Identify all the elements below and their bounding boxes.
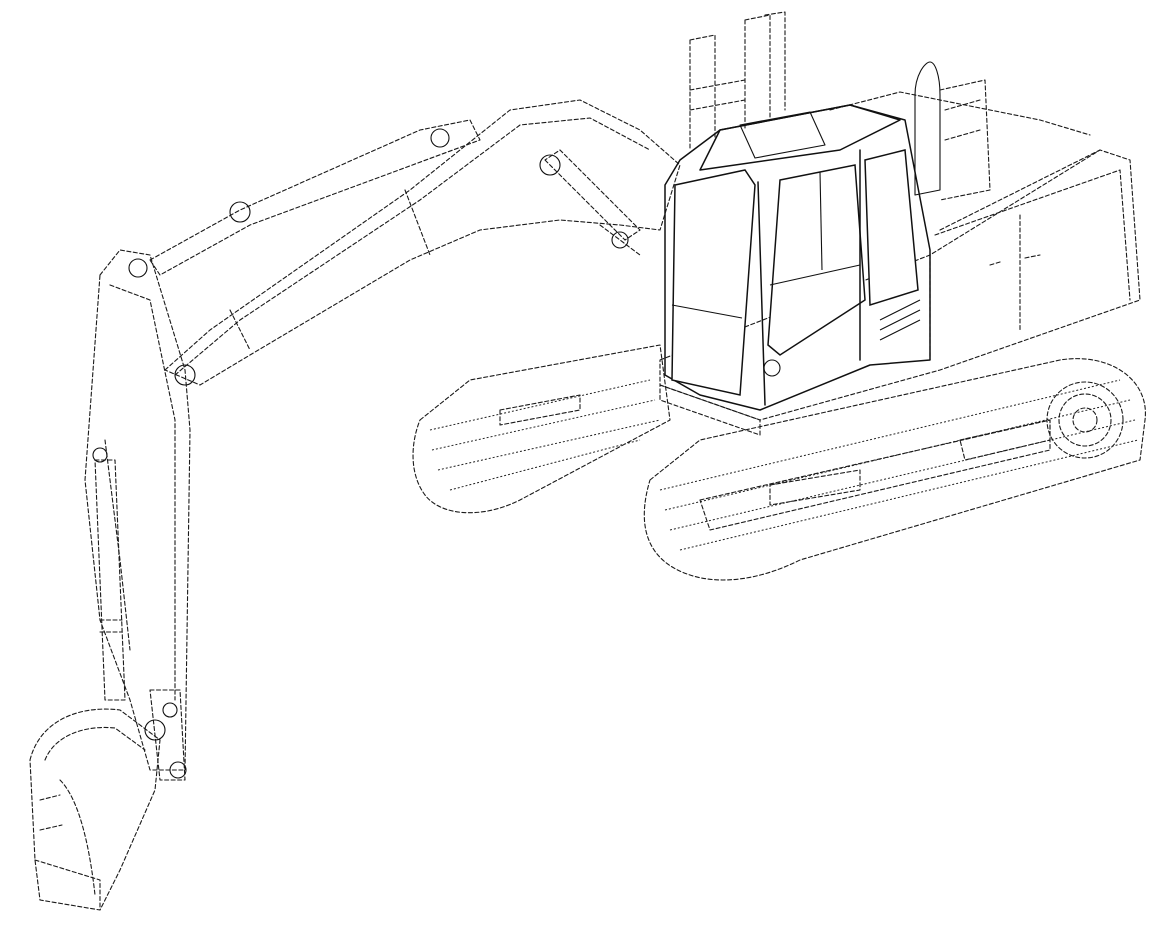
arm <box>84 249 191 771</box>
upper-structure <box>659 91 1141 436</box>
arm-cylinder <box>149 119 481 276</box>
bucket-linkage <box>144 689 187 781</box>
left-track <box>412 344 671 514</box>
bucket-cylinder <box>94 459 126 701</box>
boom <box>164 99 681 386</box>
cab <box>664 104 931 411</box>
right-track <box>643 358 1146 581</box>
exhaust-stack <box>914 61 991 201</box>
handrails <box>689 11 786 151</box>
boom-cylinder <box>544 149 641 256</box>
sprocket <box>1046 381 1124 459</box>
cab-front-window <box>671 169 756 396</box>
bucket <box>29 708 161 911</box>
cab-door-window <box>767 164 866 356</box>
cab-side-window <box>864 149 919 307</box>
